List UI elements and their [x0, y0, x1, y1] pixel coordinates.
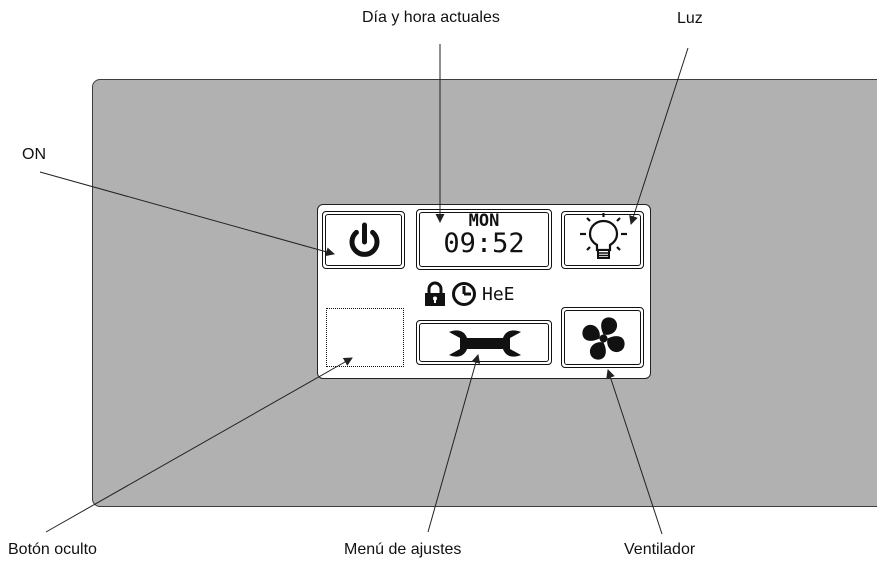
power-icon: [349, 222, 380, 257]
current-time: 09:52: [443, 228, 525, 259]
datetime-display[interactable]: MON 09:52: [416, 209, 552, 270]
fan-button[interactable]: [561, 307, 644, 368]
lock-icon: [425, 281, 445, 306]
label-fan: Ventilador: [624, 541, 696, 558]
label-datetime: Día y hora actuales: [362, 9, 500, 26]
label-hidden-button: Botón oculto: [8, 541, 97, 558]
clock-icon: [452, 282, 476, 306]
mode-indicator: HeE: [482, 283, 515, 305]
day-of-week: MON: [468, 211, 500, 231]
light-button[interactable]: [561, 211, 644, 269]
power-button[interactable]: [322, 211, 405, 269]
label-light: Luz: [677, 10, 703, 27]
fan-icon: [582, 317, 625, 360]
status-row: HeE: [423, 281, 515, 307]
settings-menu-button[interactable]: [416, 320, 552, 365]
label-on: ON: [22, 146, 46, 163]
light-bulb-icon: [580, 213, 627, 259]
hidden-button[interactable]: [326, 308, 404, 367]
wrench-icon: [449, 330, 521, 357]
label-settings-menu: Menú de ajustes: [344, 541, 462, 558]
